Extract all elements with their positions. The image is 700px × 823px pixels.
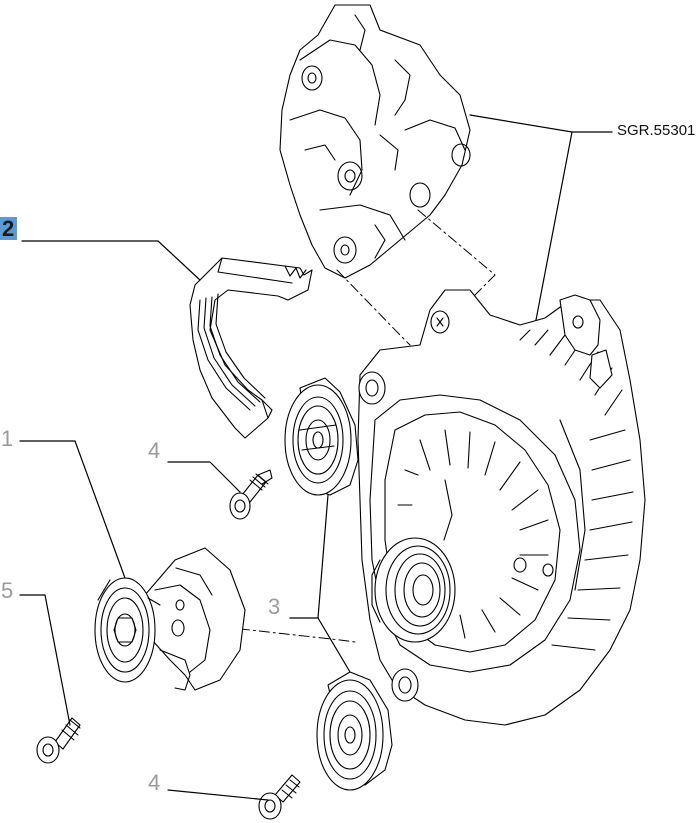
callout-bolt-lower[interactable]: 4 [148, 770, 161, 795]
leader-lines [19, 114, 613, 801]
belt-tensioner[interactable] [94, 547, 246, 691]
bolt-tensioner[interactable] [36, 717, 81, 764]
alternator-bracket[interactable] [279, 4, 471, 279]
poly-v-belt[interactable] [189, 257, 313, 439]
callout-bolt-tensioner[interactable]: 5 [1, 578, 14, 603]
callout-belt[interactable]: 2 [0, 217, 18, 240]
idler-pulley-upper[interactable] [284, 377, 359, 496]
reference-label: SGR.55301 [617, 122, 696, 139]
bolt-upper[interactable] [229, 469, 273, 520]
idler-pulley-lower[interactable] [316, 671, 393, 791]
callout-pulleys[interactable]: 3 [268, 594, 281, 619]
bolt-lower[interactable] [258, 774, 301, 820]
callout-bolt-upper[interactable]: 4 [148, 438, 161, 463]
callout-tensioner[interactable]: 1 [1, 426, 14, 451]
alternator[interactable] [357, 289, 646, 726]
